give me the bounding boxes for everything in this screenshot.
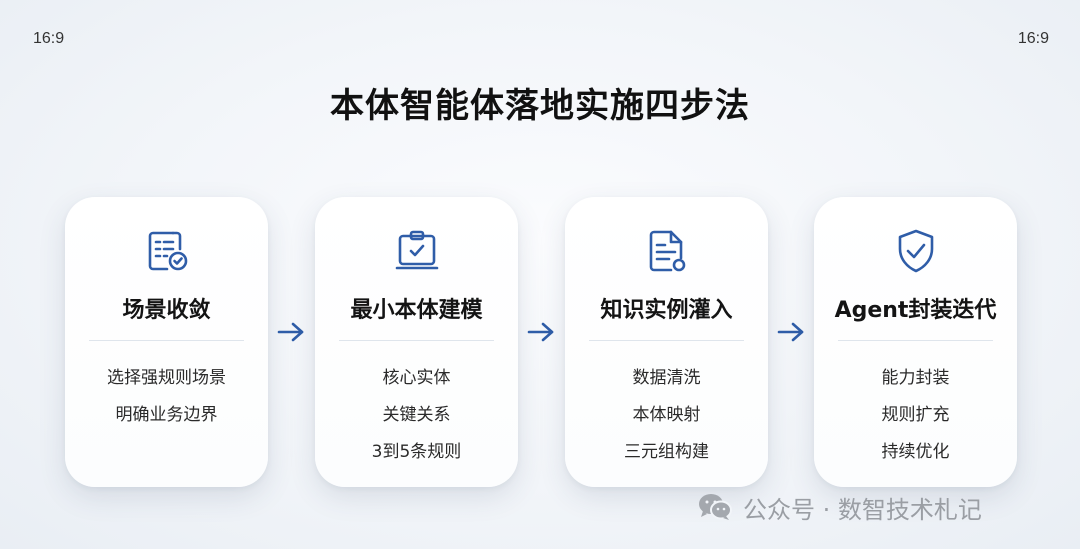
wechat-icon (699, 494, 732, 520)
step-item: 三元组构建 (624, 442, 709, 462)
clipboard-monitor-icon (393, 227, 441, 275)
step-title: 知识实例灌入 (600, 298, 733, 323)
card-divider (838, 340, 993, 341)
step-items: 数据清洗 本体映射 三元组构建 (565, 360, 768, 471)
step-items: 能力封装 规则扩充 持续优化 (814, 360, 1017, 471)
step-item: 明确业务边界 (115, 405, 218, 425)
step-card-4: Agent封装迭代 能力封装 规则扩充 持续优化 (814, 197, 1017, 487)
step-item: 关键关系 (382, 405, 451, 425)
shield-check-icon (892, 227, 940, 275)
step-item: 本体映射 (632, 405, 701, 425)
watermark-text: 公众号 · 数智技术札记 (743, 495, 982, 524)
arrow-right-icon (276, 320, 306, 344)
step-item: 持续优化 (881, 442, 950, 462)
step-title: 场景收敛 (122, 298, 211, 323)
step-card-2: 最小本体建模 核心实体 关键关系 3到5条规则 (315, 197, 518, 487)
card-divider (589, 340, 744, 341)
arrow-right-icon (526, 320, 556, 344)
step-item: 规则扩充 (881, 405, 950, 425)
step-item: 3到5条规则 (371, 442, 462, 462)
aspect-ratio-label-left: 16:9 (33, 30, 65, 47)
step-card-3: 知识实例灌入 数据清洗 本体映射 三元组构建 (565, 197, 768, 487)
step-item: 选择强规则场景 (107, 368, 226, 388)
step-title: 最小本体建模 (350, 298, 483, 323)
step-item: 能力封装 (881, 368, 950, 388)
card-divider (339, 340, 494, 341)
arrow-right-icon (776, 320, 806, 344)
step-item: 数据清洗 (632, 368, 701, 388)
step-title: Agent封装迭代 (834, 298, 997, 323)
watermark: 公众号 · 数智技术札记 (697, 490, 982, 524)
page-title: 本体智能体落地实施四步法 (330, 85, 750, 126)
document-icon (643, 227, 691, 275)
checklist-document-icon (143, 227, 191, 275)
aspect-ratio-label-right: 16:9 (1017, 30, 1049, 47)
step-items: 选择强规则场景 明确业务边界 (65, 360, 268, 434)
step-item: 核心实体 (382, 368, 451, 388)
card-divider (89, 340, 244, 341)
step-card-1: 场景收敛 选择强规则场景 明确业务边界 (65, 197, 268, 487)
step-items: 核心实体 关键关系 3到5条规则 (315, 360, 518, 471)
